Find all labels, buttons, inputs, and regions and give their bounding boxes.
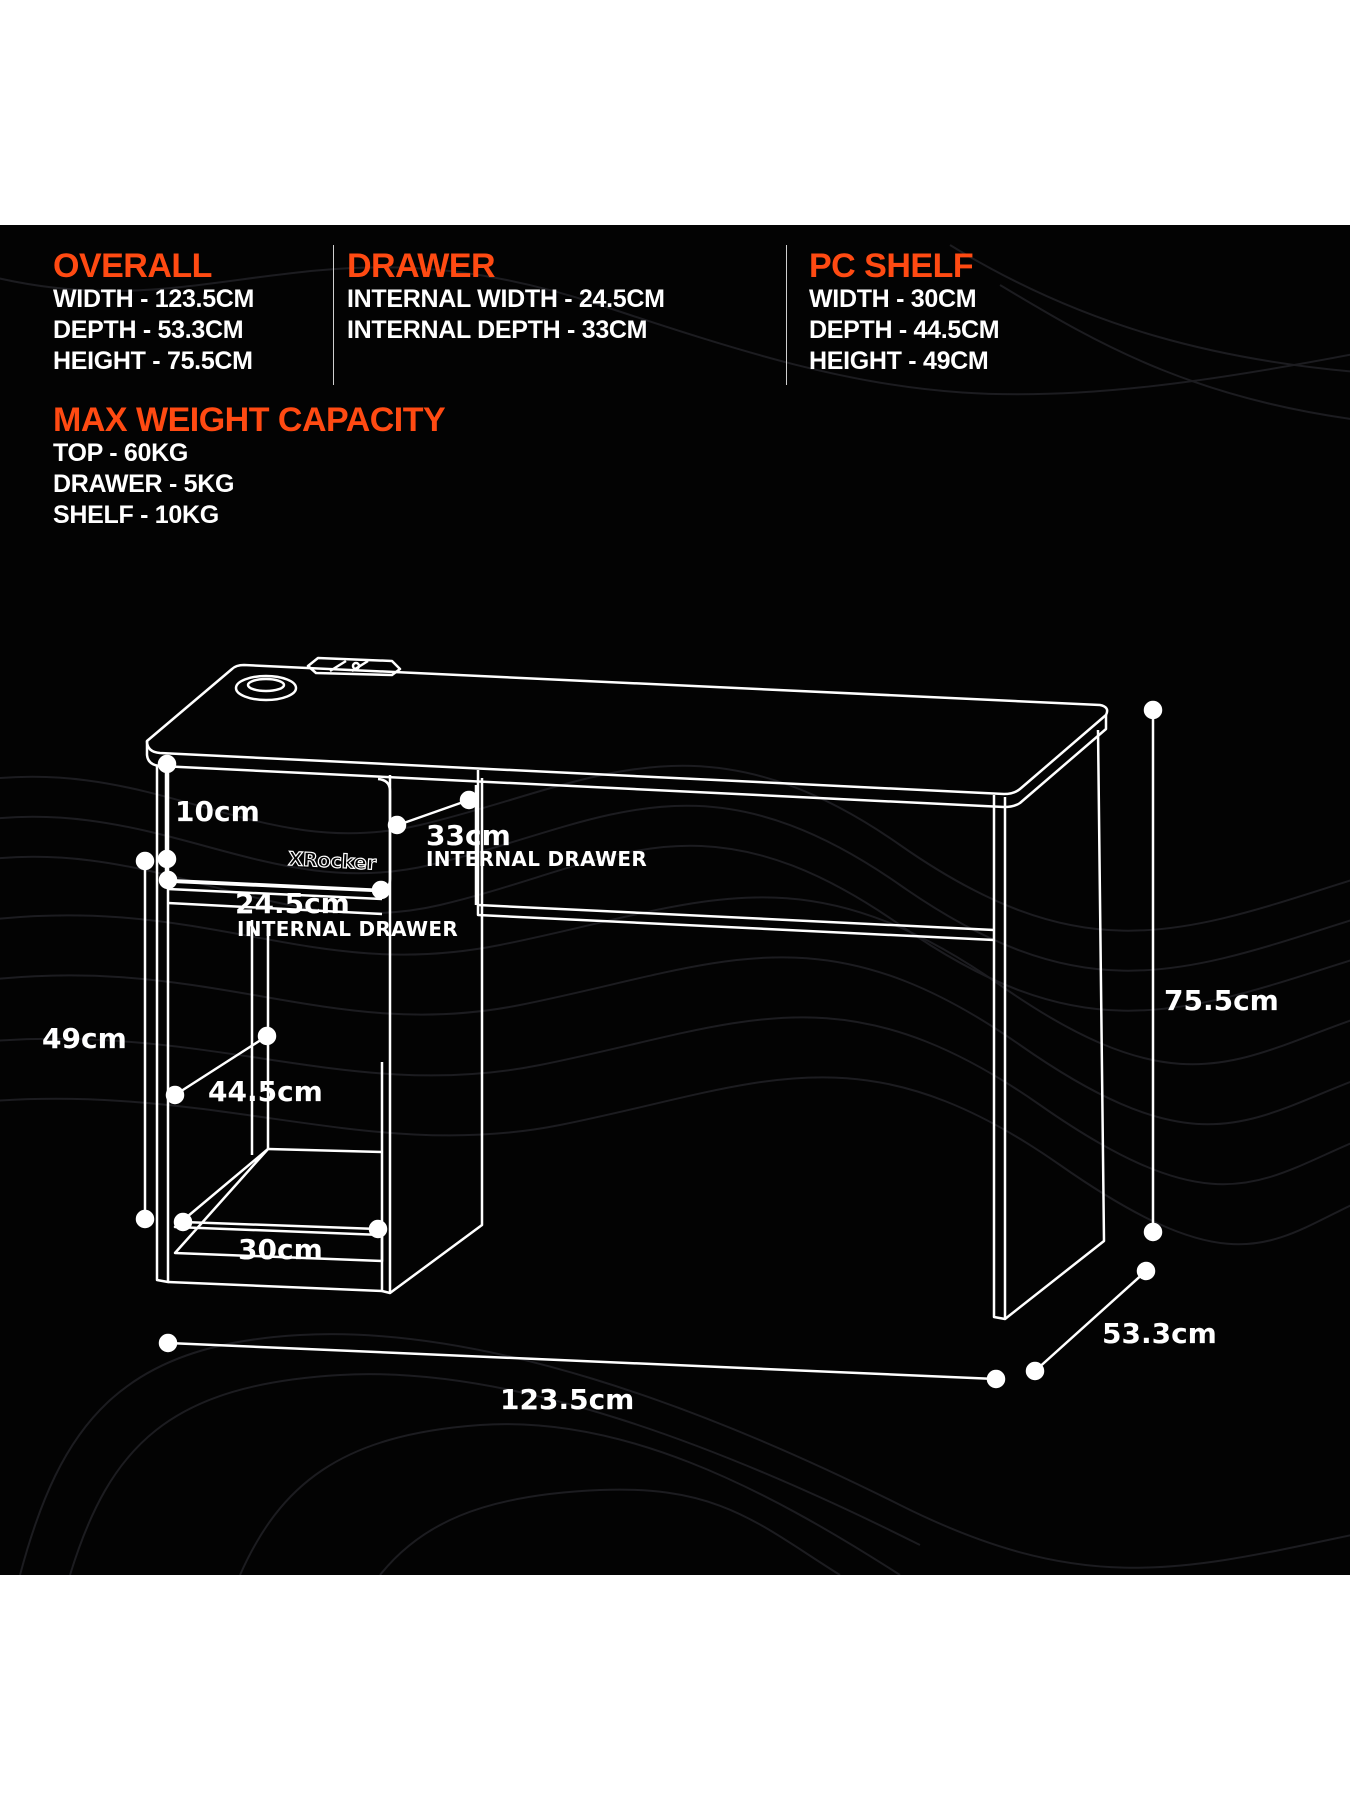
- spec-shelf-depth: DEPTH - 44.5CM: [809, 316, 1000, 344]
- spec-overall-depth: DEPTH - 53.3CM: [53, 316, 244, 344]
- divider: [786, 245, 787, 385]
- spec-shelf-height: HEIGHT - 49CM: [809, 347, 989, 375]
- label-drawer-width: 24.5cm: [235, 887, 350, 920]
- dimensions-panel: OVERALL WIDTH - 123.5CM DEPTH - 53.3CM H…: [0, 225, 1350, 1575]
- label-drawer-width-note: INTERNAL DRAWER: [237, 917, 459, 941]
- spec-pc-shelf: PC SHELF WIDTH - 30CM DEPTH - 44.5CM HEI…: [809, 247, 1000, 377]
- label-shelf-depth: 44.5cm: [208, 1075, 323, 1108]
- spec-drawer-width: INTERNAL WIDTH - 24.5CM: [347, 285, 665, 313]
- spec-overall-width: WIDTH - 123.5CM: [53, 285, 255, 313]
- desk-line-drawing: XRocker: [135, 656, 1163, 1389]
- spec-overall-title: OVERALL: [53, 247, 212, 285]
- spec-drawer: DRAWER INTERNAL WIDTH - 24.5CM INTERNAL …: [347, 248, 665, 346]
- spec-shelf-width: WIDTH - 30CM: [809, 285, 977, 313]
- label-drawer-depth: 33cm: [426, 819, 511, 852]
- spec-drawer-depth: INTERNAL DEPTH - 33CM: [347, 316, 648, 344]
- label-drawer-height: 10cm: [175, 795, 260, 828]
- spec-max-weight-title: MAX WEIGHT CAPACITY: [53, 401, 446, 439]
- spec-weight-drawer: DRAWER - 5KG: [53, 470, 235, 498]
- spec-pc-shelf-title: PC SHELF: [809, 247, 974, 285]
- label-overall-height: 75.5cm: [1164, 984, 1279, 1017]
- spec-overall: OVERALL WIDTH - 123.5CM DEPTH - 53.3CM H…: [53, 248, 254, 377]
- spec-max-weight: MAX WEIGHT CAPACITY TOP - 60KG DRAWER - …: [53, 401, 446, 531]
- spec-weight-shelf: SHELF - 10KG: [53, 501, 219, 529]
- label-overall-width: 123.5cm: [500, 1383, 635, 1416]
- label-shelf-width: 30cm: [238, 1233, 323, 1266]
- xrocker-logo: XRocker: [288, 848, 378, 875]
- spec-overall-height: HEIGHT - 75.5CM: [53, 347, 253, 375]
- spec-drawer-title: DRAWER: [347, 247, 496, 285]
- spec-weight-top: TOP - 60KG: [53, 439, 189, 467]
- label-shelf-height: 49cm: [42, 1022, 127, 1055]
- divider: [333, 245, 334, 385]
- label-overall-depth: 53.3cm: [1102, 1317, 1217, 1350]
- label-drawer-depth-note: INTERNAL DRAWER: [426, 847, 648, 871]
- topographic-background: [0, 244, 1350, 1575]
- desk-top: [145, 663, 1109, 796]
